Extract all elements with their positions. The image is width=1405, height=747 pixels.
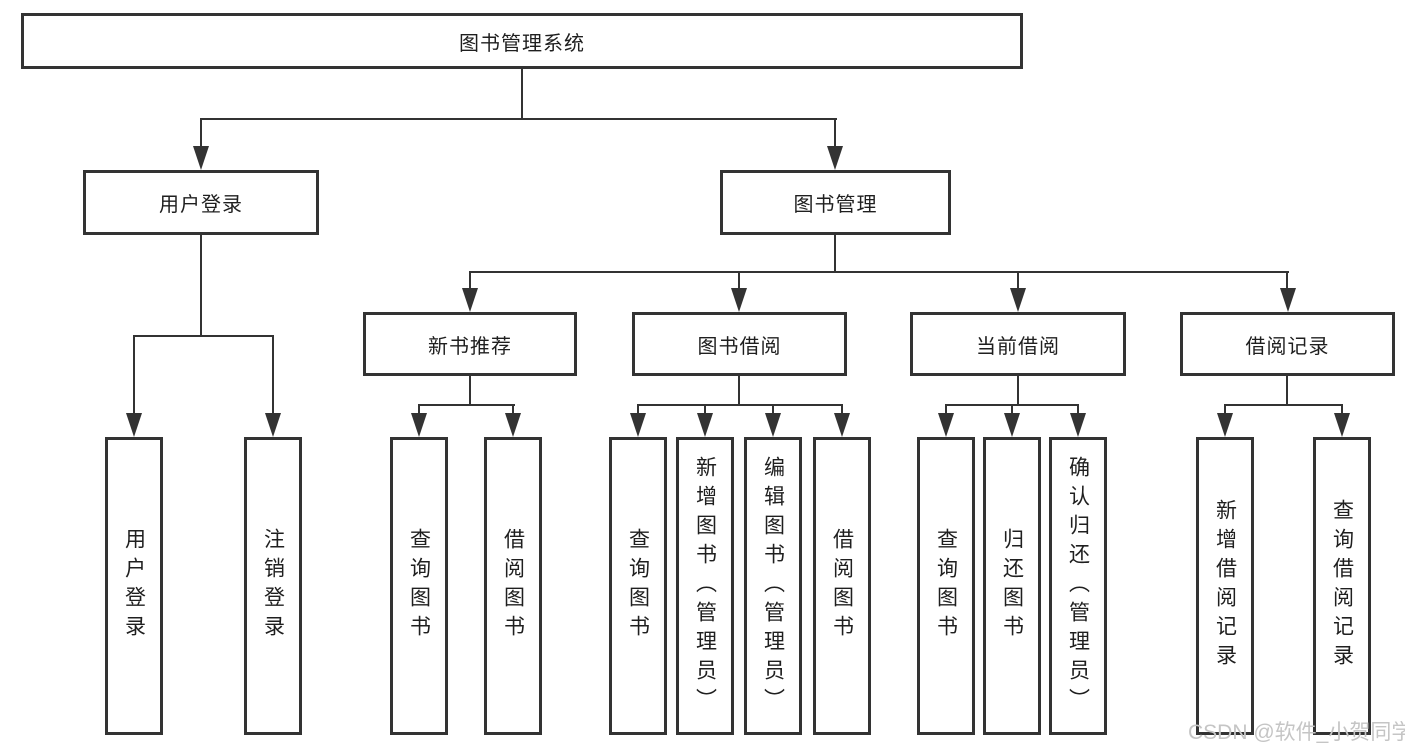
leaf-confirm-return-admin: 确认归还（管理员）: [1049, 437, 1107, 735]
arrowhead-down-icon: [462, 288, 478, 312]
arrowhead-down-icon: [505, 413, 521, 437]
leaf-borrow-books: 借阅图书: [813, 437, 871, 735]
leaf-query-books: 查询图书: [390, 437, 448, 735]
connector-line: [834, 120, 836, 148]
node-label: 查询图书: [407, 528, 431, 644]
connector-line: [945, 404, 1079, 406]
node-label: 新增借阅记录: [1213, 499, 1237, 673]
node-label: 借阅图书: [501, 528, 525, 644]
arrowhead-down-icon: [1010, 288, 1026, 312]
connector-line: [1341, 406, 1343, 414]
leaf-edit-books-admin: 编辑图书（管理员）: [744, 437, 802, 735]
leaf-query-borrow-record: 查询借阅记录: [1313, 437, 1371, 735]
node-user-login: 用户登录: [83, 170, 319, 235]
connector-line: [841, 406, 843, 414]
arrowhead-down-icon: [834, 413, 850, 437]
csdn-watermark: CSDN @软件_小贺同学: [1188, 721, 1405, 744]
node-label: 查询借阅记录: [1330, 499, 1354, 673]
leaf-query-books: 查询图书: [609, 437, 667, 735]
connector-line: [1017, 376, 1019, 406]
arrowhead-down-icon: [1070, 413, 1086, 437]
connector-line: [738, 273, 740, 289]
connector-line: [637, 406, 639, 414]
leaf-borrow-books: 借阅图书: [484, 437, 542, 735]
arrowhead-down-icon: [193, 146, 209, 170]
node-book-management: 图书管理: [720, 170, 951, 235]
connector-line: [1011, 406, 1013, 414]
connector-line: [1077, 406, 1079, 414]
connector-line: [469, 376, 471, 406]
arrowhead-down-icon: [1004, 413, 1020, 437]
arrowhead-down-icon: [265, 413, 281, 437]
connector-line: [133, 335, 274, 337]
node-label: 注销登录: [261, 528, 285, 644]
connector-line: [200, 118, 837, 120]
node-current-borrowing: 当前借阅: [910, 312, 1126, 376]
arrowhead-down-icon: [938, 413, 954, 437]
connector-line: [418, 406, 420, 414]
connector-line: [469, 271, 1289, 273]
arrowhead-down-icon: [126, 413, 142, 437]
leaf-query-books: 查询图书: [917, 437, 975, 735]
node-label: 查询图书: [934, 528, 958, 644]
node-label: 编辑图书（管理员）: [761, 455, 785, 717]
arrowhead-down-icon: [1280, 288, 1296, 312]
arrowhead-down-icon: [1334, 413, 1350, 437]
connector-line: [512, 406, 514, 414]
connector-line: [200, 120, 202, 148]
arrowhead-down-icon: [411, 413, 427, 437]
connector-line: [704, 406, 706, 414]
node-label: 查询图书: [626, 528, 650, 644]
connector-line: [272, 337, 274, 415]
arrowhead-down-icon: [697, 413, 713, 437]
connector-line: [1017, 273, 1019, 289]
arrowhead-down-icon: [630, 413, 646, 437]
leaf-user-login: 用户登录: [105, 437, 163, 735]
arrowhead-down-icon: [765, 413, 781, 437]
connector-line: [738, 376, 740, 406]
node-label: 图书借阅: [697, 335, 782, 358]
connector-line: [1286, 273, 1288, 289]
connector-line: [1224, 406, 1226, 414]
node-label: 归还图书: [1000, 528, 1024, 644]
node-label: 新书推荐: [428, 335, 512, 358]
connector-line: [469, 273, 471, 289]
node-label: 用户登录: [122, 528, 146, 644]
leaf-return-books: 归还图书: [983, 437, 1041, 735]
node-label: 借阅图书: [830, 528, 854, 644]
node-new-book-recommend: 新书推荐: [363, 312, 577, 376]
connector-line: [1286, 376, 1288, 406]
node-borrowing-records: 借阅记录: [1180, 312, 1395, 376]
node-label: 当前借阅: [976, 335, 1060, 358]
connector-line: [772, 406, 774, 414]
connector-line: [200, 235, 202, 336]
node-label: 借阅记录: [1245, 335, 1330, 358]
node-book-borrowing: 图书借阅: [632, 312, 847, 376]
arrowhead-down-icon: [827, 146, 843, 170]
connector-line: [521, 69, 523, 119]
node-label: 确认归还（管理员）: [1066, 455, 1090, 717]
arrowhead-down-icon: [731, 288, 747, 312]
node-label: 图书管理: [793, 194, 878, 216]
leaf-logout: 注销登录: [244, 437, 302, 735]
leaf-add-books-admin: 新增图书（管理员）: [676, 437, 734, 735]
connector-line: [637, 404, 843, 406]
node-label: 用户登录: [159, 194, 243, 216]
connector-line: [1224, 404, 1343, 406]
node-label: 图书管理系统: [459, 32, 585, 55]
leaf-add-borrow-record: 新增借阅记录: [1196, 437, 1254, 735]
connector-line: [133, 337, 135, 415]
node-label: 新增图书（管理员）: [693, 455, 717, 717]
connector-line: [945, 406, 947, 414]
arrowhead-down-icon: [1217, 413, 1233, 437]
connector-line: [418, 404, 515, 406]
connector-line: [834, 235, 836, 272]
node-library-management-system: 图书管理系统: [21, 13, 1023, 69]
